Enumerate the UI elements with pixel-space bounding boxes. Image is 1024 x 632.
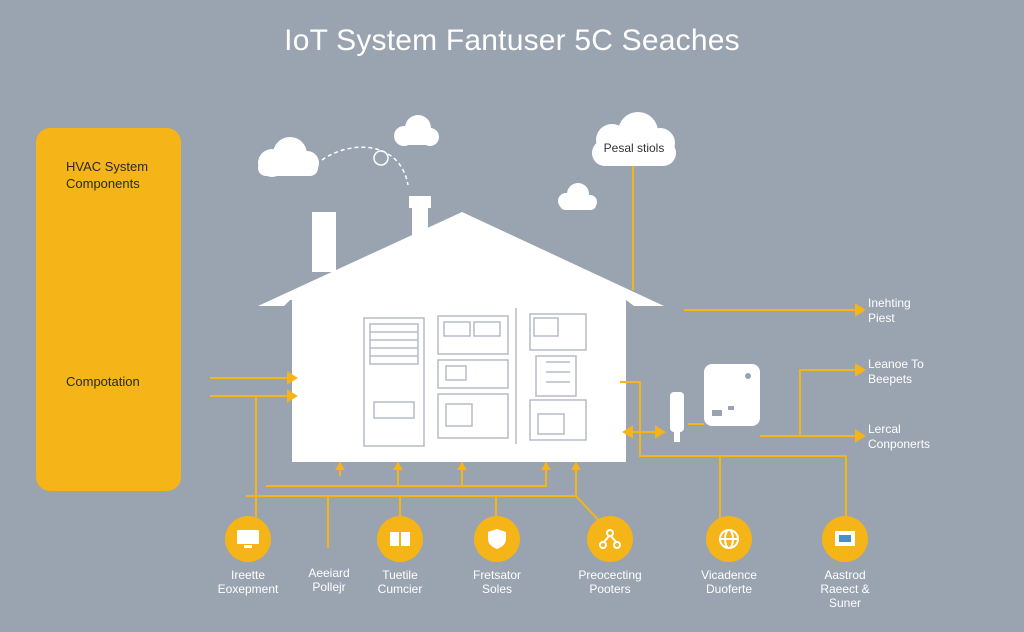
bottom-item-2-line1: Tuetile bbox=[382, 568, 418, 582]
screen-icon bbox=[822, 516, 868, 562]
bottom-item-1-line2: Eoxepment bbox=[217, 582, 279, 596]
right-label-3: Lercal Conponerts bbox=[868, 422, 930, 452]
side-panel-sub: Compotation bbox=[66, 374, 140, 389]
plain-label-line2: Pollejr bbox=[312, 580, 346, 594]
right-label-2-line1: Leanoe To bbox=[868, 357, 924, 371]
right-label-1-line1: Inehting bbox=[868, 296, 911, 310]
bottom-item-6-line2: Raeect & bbox=[820, 582, 870, 596]
cloud-icon-mid bbox=[394, 115, 439, 146]
hvac-side-panel: HVAC System Components Compotation bbox=[36, 128, 181, 491]
right-label-1-line2: Piest bbox=[868, 311, 895, 325]
network-icon bbox=[587, 516, 633, 562]
cloud-icon-left bbox=[258, 137, 319, 177]
sensor-device bbox=[670, 392, 684, 432]
hvac-units bbox=[363, 313, 587, 447]
bottom-item-3-line1: Fretsator bbox=[472, 568, 521, 582]
side-panel-heading: HVAC System Components bbox=[66, 159, 149, 191]
cloud-icon-label bbox=[592, 112, 676, 166]
battery-icon bbox=[377, 516, 423, 562]
plain-label-line1: Aeeiard bbox=[308, 566, 350, 580]
bottom-item-1-line1: Ireette bbox=[230, 568, 266, 582]
right-label-3-line1: Lercal bbox=[868, 422, 901, 436]
right-label-2-line2: Beepets bbox=[868, 372, 913, 386]
right-label-1: Inehting Piest bbox=[868, 296, 911, 326]
house-shape bbox=[258, 196, 664, 462]
bottom-item-6-line3: Suner bbox=[828, 596, 862, 610]
bottom-item-3-line2: Soles bbox=[481, 582, 513, 596]
right-label-2: Leanoe To Beepets bbox=[868, 357, 924, 387]
bottom-plain-label: Aeeiard Pollejr bbox=[284, 566, 374, 594]
monitor-icon bbox=[225, 516, 271, 562]
bottom-item-6-line1: Aastrod bbox=[824, 568, 866, 582]
output-arrows bbox=[684, 303, 866, 443]
cloud-label: Pesal stiols bbox=[603, 141, 665, 155]
bottom-item-2-line2: Cumcier bbox=[377, 582, 423, 596]
right-label-3-line2: Conponerts bbox=[868, 437, 931, 451]
input-arrows bbox=[210, 371, 298, 403]
bottom-item-4-line2: Pooters bbox=[589, 582, 631, 596]
shield-icon bbox=[474, 516, 520, 562]
diagram-title: IoT System Fantuser 5C Seaches bbox=[284, 24, 740, 57]
hub-device bbox=[704, 364, 760, 426]
bottom-item-5-line2: Duoferte bbox=[705, 582, 753, 596]
bottom-item-5-line1: Vicadence bbox=[701, 568, 757, 582]
cloud-icon-small bbox=[558, 183, 597, 210]
globe-icon bbox=[706, 516, 752, 562]
bottom-item-4-line1: Preocecting bbox=[578, 568, 642, 582]
